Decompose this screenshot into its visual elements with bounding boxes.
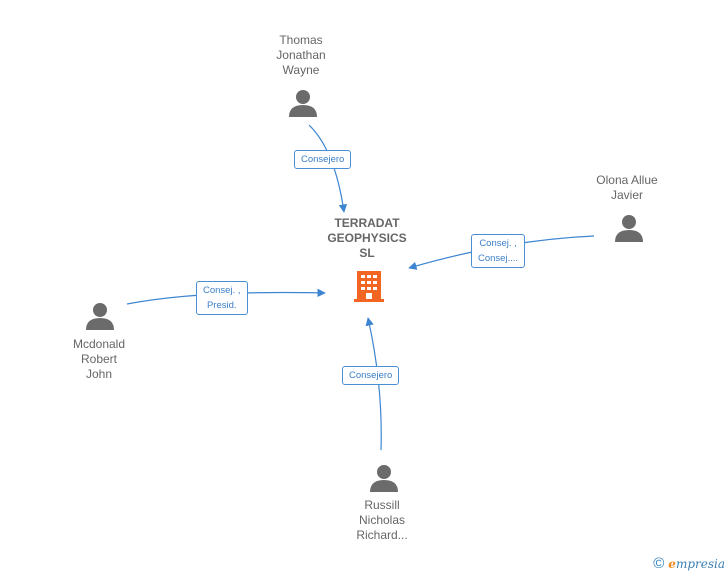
person-icon[interactable] (288, 88, 318, 118)
building-icon[interactable] (352, 268, 386, 302)
person-name-mcdonald[interactable]: Mcdonald Robert John (72, 337, 126, 381)
relation-label-olona[interactable]: Consej. , Consej.... (471, 234, 526, 268)
relation-label-russill[interactable]: Consejero (342, 366, 400, 385)
relation-label-thomas[interactable]: Consejero (294, 150, 352, 169)
person-icon[interactable] (369, 463, 399, 493)
person-name-russill[interactable]: Russill Nicholas Richard... (356, 498, 408, 542)
relation-label-mcdonald[interactable]: Consej. , Presid. (196, 281, 248, 315)
footer: © empresia (653, 556, 725, 571)
person-name-olona[interactable]: Olona Allue Javier (596, 173, 658, 202)
brand-logo[interactable]: empresia (668, 556, 725, 571)
person-name-thomas[interactable]: Thomas Jonathan Wayne (276, 33, 326, 77)
person-icon[interactable] (614, 213, 644, 243)
person-icon[interactable] (85, 301, 115, 331)
copyright-icon: © (653, 555, 665, 572)
company-name[interactable]: TERRADAT GEOPHYSICS SL (327, 216, 407, 260)
